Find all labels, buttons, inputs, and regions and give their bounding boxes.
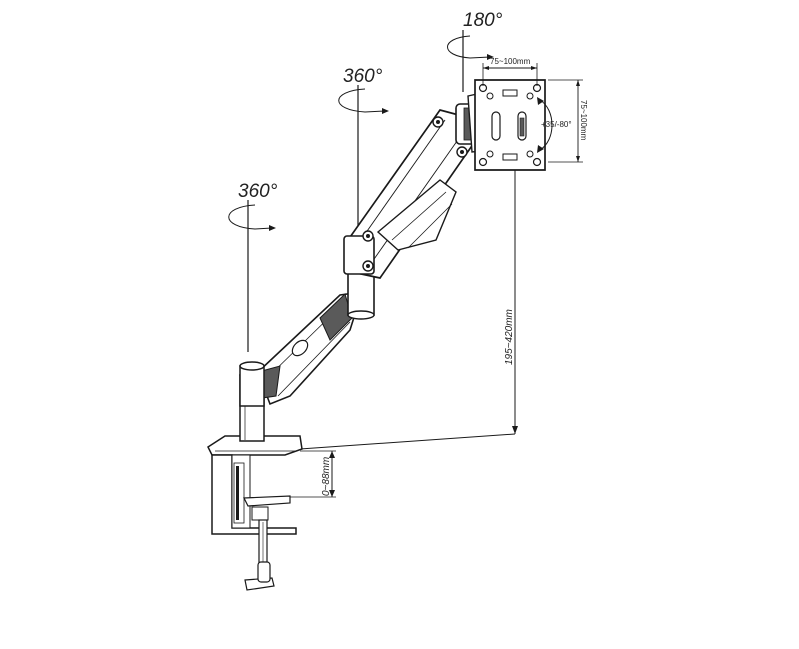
tilt-range-label: +35/-80°: [541, 120, 572, 129]
height-dimension: 195~420mm: [504, 160, 518, 434]
rotation-label-low: 360°: [238, 181, 278, 202]
vesa-plate: [474, 79, 546, 171]
vesa-width-label: 75~100mm: [490, 57, 531, 66]
rotation-indicator-mid: 360°: [338, 66, 389, 232]
vesa-height-dimension: 75~100mm: [548, 79, 588, 163]
vesa-width-dimension: 75~100mm: [482, 57, 538, 86]
rotation-label-mid: 360°: [343, 66, 383, 87]
clamp-dimension: 0~88mm: [268, 450, 336, 498]
clamp-range-label: 0~88mm: [321, 457, 332, 496]
rotation-label-top: 180°: [463, 10, 503, 31]
upper-arm: [343, 109, 477, 279]
base-reference-line: [299, 433, 516, 450]
vesa-height-label: 75~100mm: [579, 100, 588, 141]
tilt-indicator: +35/-80°: [537, 97, 572, 153]
rotation-indicator-low: 360°: [228, 181, 278, 352]
height-range-label: 195~420mm: [504, 309, 515, 365]
lower-arm: [239, 291, 364, 407]
rotation-indicator-top: 180°: [447, 10, 503, 92]
